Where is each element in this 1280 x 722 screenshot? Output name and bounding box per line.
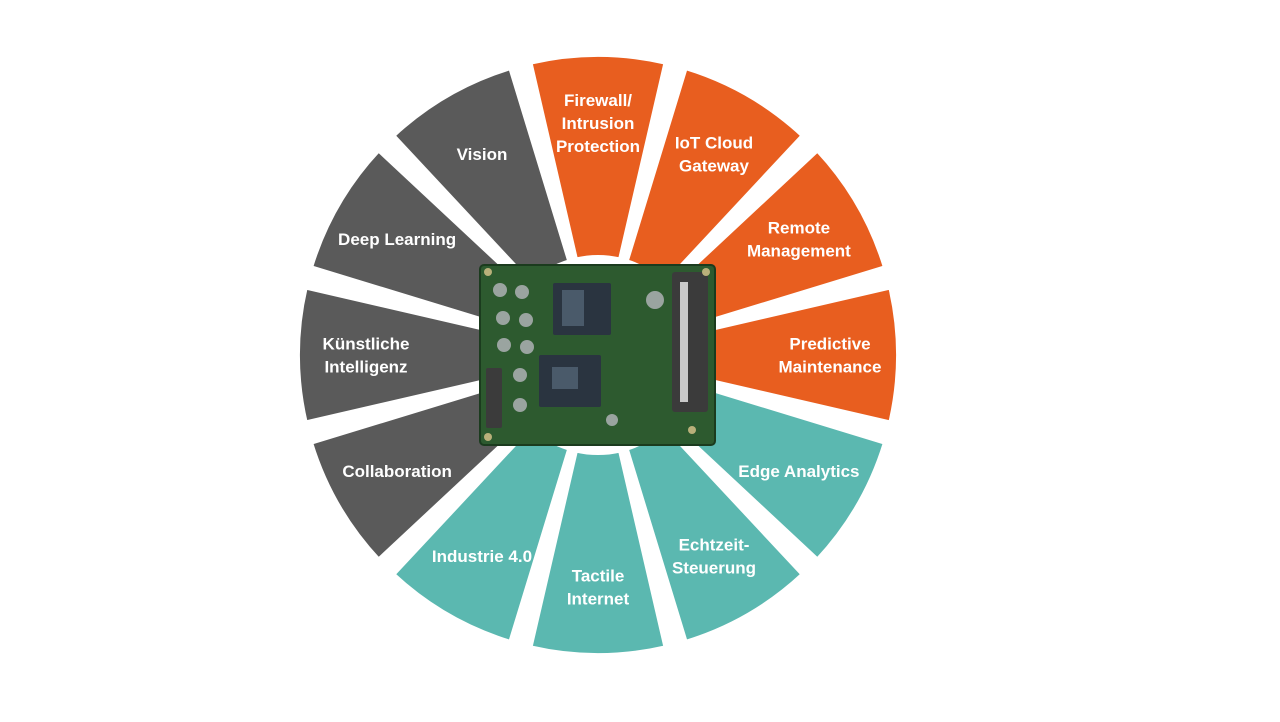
segment-label-vision: Vision	[457, 145, 508, 164]
segment-label-echtzeit-steuerung: Echtzeit- Steuerung	[672, 535, 756, 577]
segment-label-line: Tactile	[572, 567, 625, 586]
segment-label-collaboration: Collaboration	[342, 462, 452, 481]
computer-on-module-board	[479, 264, 716, 446]
segment-label-line: Protection	[556, 137, 640, 156]
segment-label-deep-learning: Deep Learning	[338, 230, 456, 249]
segment-shape-firewall	[528, 53, 668, 262]
segment-label-line: Vision	[457, 145, 508, 164]
segment-label-line: Internet	[567, 590, 630, 609]
segment-label-line: Deep Learning	[338, 230, 456, 249]
segment-label-line: Industrie 4.0	[432, 547, 532, 566]
segment-label-edge-analytics: Edge Analytics	[738, 462, 859, 481]
segment-label-industrie-4: Industrie 4.0	[432, 547, 532, 566]
segment-label-line: IoT Cloud	[675, 134, 753, 153]
segment-echtzeit-steuerung: Echtzeit- Steuerung	[624, 424, 805, 644]
segment-label-line: Remote	[768, 219, 830, 238]
segment-label-line: Maintenance	[779, 358, 882, 377]
segment-label-line: Intelligenz	[324, 358, 407, 377]
segment-label-line: Management	[747, 242, 851, 261]
segment-label-line: Gateway	[679, 157, 749, 176]
segment-label-line: Predictive	[789, 335, 870, 354]
segment-label-line: Künstliche	[323, 335, 410, 354]
segment-label-line: Steuerung	[672, 558, 756, 577]
segment-label-line: Collaboration	[342, 462, 452, 481]
segment-label-line: Echtzeit-	[679, 535, 750, 554]
segment-label-line: Intrusion	[562, 114, 635, 133]
segment-label-line: Firewall/	[564, 91, 632, 110]
segment-label-line: Edge Analytics	[738, 462, 859, 481]
segment-shape-tactile-internet	[528, 448, 668, 657]
